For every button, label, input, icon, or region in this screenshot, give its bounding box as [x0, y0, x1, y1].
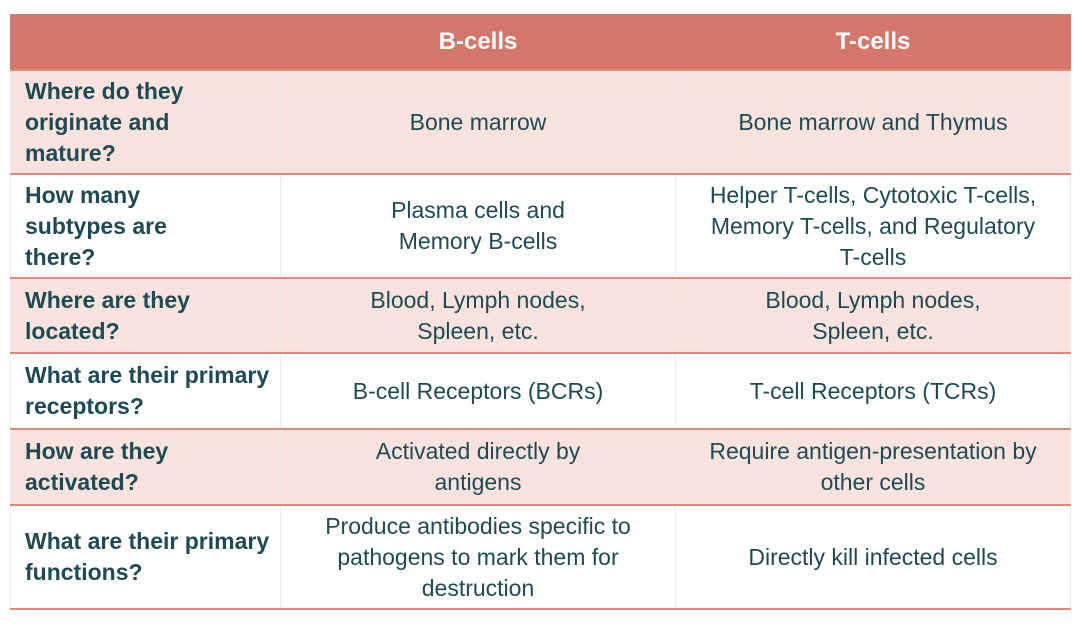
b-cells-cell: B-cell Receptors (BCRs)	[280, 352, 676, 429]
question-text: Where are they located?	[25, 286, 190, 344]
b-cells-text: Plasma cells and Memory B-cells	[391, 197, 565, 254]
question-text: What are their primary receptors?	[25, 362, 270, 419]
b-cells-text: Bone marrow	[409, 108, 547, 135]
b-cells-text: Produce antibodies specific to pathogens…	[325, 512, 631, 601]
row-activation: How are they activated? Activated direct…	[10, 428, 1071, 505]
row-location: Where are they located? Blood, Lymph nod…	[10, 277, 1071, 353]
b-cells-cell: Plasma cells and Memory B-cells	[280, 173, 676, 278]
row-question: Where do they originate and mature?	[10, 69, 281, 174]
question-text: What are their primary functions?	[25, 528, 270, 585]
t-cells-text: T-cell Receptors (TCRs)	[749, 377, 997, 404]
t-cells-text: Helper T-cells, Cytotoxic T-cells, Memor…	[709, 181, 1037, 270]
b-cells-text: B-cell Receptors (BCRs)	[352, 377, 604, 404]
comparison-table-container: B-cells T-cells Where do they originate …	[10, 14, 1071, 610]
header-b-cells: B-cells	[280, 14, 676, 71]
row-question: What are their primary functions?	[10, 504, 281, 610]
b-cells-cell: Bone marrow	[280, 69, 676, 174]
t-cells-cell: Require antigen-presentation by other ce…	[675, 428, 1071, 505]
t-cells-cell: Helper T-cells, Cytotoxic T-cells, Memor…	[675, 173, 1071, 278]
b-cells-text: Activated directly by antigens	[375, 438, 581, 495]
b-cells-text: Blood, Lymph nodes, Spleen, etc.	[370, 286, 586, 344]
row-subtypes: How many subtypes are there? Plasma cell…	[10, 173, 1071, 278]
row-question: What are their primary receptors?	[10, 352, 281, 429]
row-functions: What are their primary functions? Produc…	[10, 504, 1071, 610]
t-cells-cell: Directly kill infected cells	[675, 504, 1071, 610]
b-cells-cell: Activated directly by antigens	[280, 428, 676, 505]
t-cells-cell: T-cell Receptors (TCRs)	[675, 352, 1071, 429]
t-cells-text: Bone marrow and Thymus	[738, 108, 1008, 135]
t-cells-text: Directly kill infected cells	[748, 543, 998, 570]
row-question: How are they activated?	[10, 428, 281, 505]
question-text: How many subtypes are there?	[25, 181, 167, 270]
b-vs-t-cells-table: B-cells T-cells Where do they originate …	[10, 14, 1071, 610]
row-question: Where are they located?	[10, 277, 281, 353]
t-cells-cell: Bone marrow and Thymus	[675, 69, 1071, 174]
t-cells-cell: Blood, Lymph nodes, Spleen, etc.	[675, 277, 1071, 353]
row-receptors: What are their primary receptors? B-cell…	[10, 352, 1071, 429]
b-cells-cell: Produce antibodies specific to pathogens…	[280, 504, 676, 610]
t-cells-text: Blood, Lymph nodes, Spleen, etc.	[765, 286, 981, 344]
b-cells-cell: Blood, Lymph nodes, Spleen, etc.	[280, 277, 676, 353]
header-t-cells: T-cells	[675, 14, 1071, 71]
t-cells-text: Require antigen-presentation by other ce…	[709, 438, 1037, 495]
row-origin: Where do they originate and mature? Bone…	[10, 69, 1071, 174]
question-text: How are they activated?	[25, 438, 169, 495]
header-row: B-cells T-cells	[10, 14, 1071, 71]
question-text: Where do they originate and mature?	[25, 77, 184, 166]
header-empty	[10, 14, 281, 71]
row-question: How many subtypes are there?	[10, 173, 281, 278]
